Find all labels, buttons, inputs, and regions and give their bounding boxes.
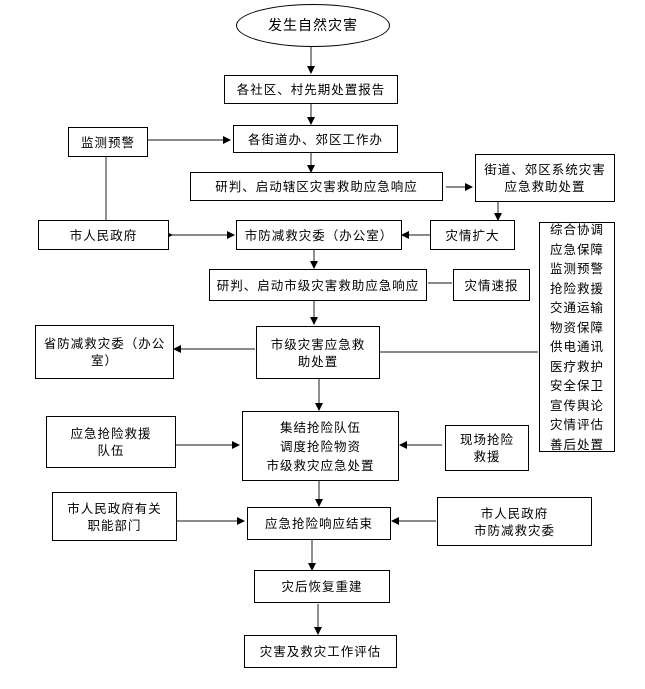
- start-node: 发生自然灾害: [236, 4, 390, 47]
- function-item: 供电通讯: [549, 339, 604, 354]
- city-gov-box: 市人民政府: [38, 220, 169, 250]
- city-response-box: 研判、启动市级灾害救助应急响应: [209, 269, 427, 301]
- function-item: 监测预警: [549, 261, 604, 276]
- quick-report-box: 灾情速报: [453, 269, 530, 301]
- assemble-line: 集结抢险队伍: [279, 419, 361, 435]
- city-handling-box: 市级灾害应急救助处置: [256, 326, 380, 379]
- gov-committee-box: 市人民政府 市防减救灾委: [437, 497, 592, 546]
- district-response-box: 研判、启动辖区灾害救助应急响应: [190, 172, 443, 201]
- street-office-box: 各街道办、郊区工作办: [233, 125, 398, 153]
- monitoring-box: 监测预警: [68, 127, 148, 157]
- assemble-line: 调度抢险物资: [279, 438, 361, 454]
- function-item: 应急保障: [549, 241, 604, 257]
- function-item: 宣传舆论: [549, 397, 604, 413]
- function-item: 交通运输: [549, 300, 604, 315]
- community-report-box: 各社区、村先期处置报告: [224, 75, 398, 104]
- function-item: 物资保障: [549, 319, 604, 335]
- rescue-team-box: 应急抢险救援 队伍: [46, 416, 176, 468]
- functions-list: 综合协调 应急保障 监测预警 抢险救援 交通运输 物资保障 供电通讯 医疗救护 …: [539, 222, 615, 452]
- departments-box: 市人民政府有关 职能部门: [52, 492, 177, 541]
- city-committee-box: 市防减救灾委（办公室）: [236, 220, 402, 250]
- function-item: 医疗救护: [549, 358, 604, 374]
- function-item: 善后处置: [549, 436, 604, 452]
- reconstruction-box: 灾后恢复重建: [254, 570, 390, 603]
- function-item: 综合协调: [549, 222, 604, 237]
- province-committee-box: 省防减救灾委（办公室）: [35, 325, 174, 379]
- function-item: 安全保卫: [549, 378, 604, 393]
- assemble-box: 集结抢险队伍 调度抢险物资 市级救灾应急处置: [242, 411, 399, 481]
- assemble-line: 市级救灾应急处置: [266, 457, 375, 473]
- function-item: 抢险救援: [549, 280, 604, 296]
- street-system-box: 街道、郊区系统灾害 应急救助处置: [475, 154, 615, 202]
- evaluation-box: 灾害及救灾工作评估: [244, 635, 397, 668]
- function-item: 灾情评估: [549, 417, 604, 432]
- response-end-box: 应急抢险响应结束: [247, 507, 391, 540]
- onsite-rescue-box: 现场抢险 救援: [445, 425, 529, 471]
- disaster-expand-box: 灾情扩大: [430, 220, 515, 250]
